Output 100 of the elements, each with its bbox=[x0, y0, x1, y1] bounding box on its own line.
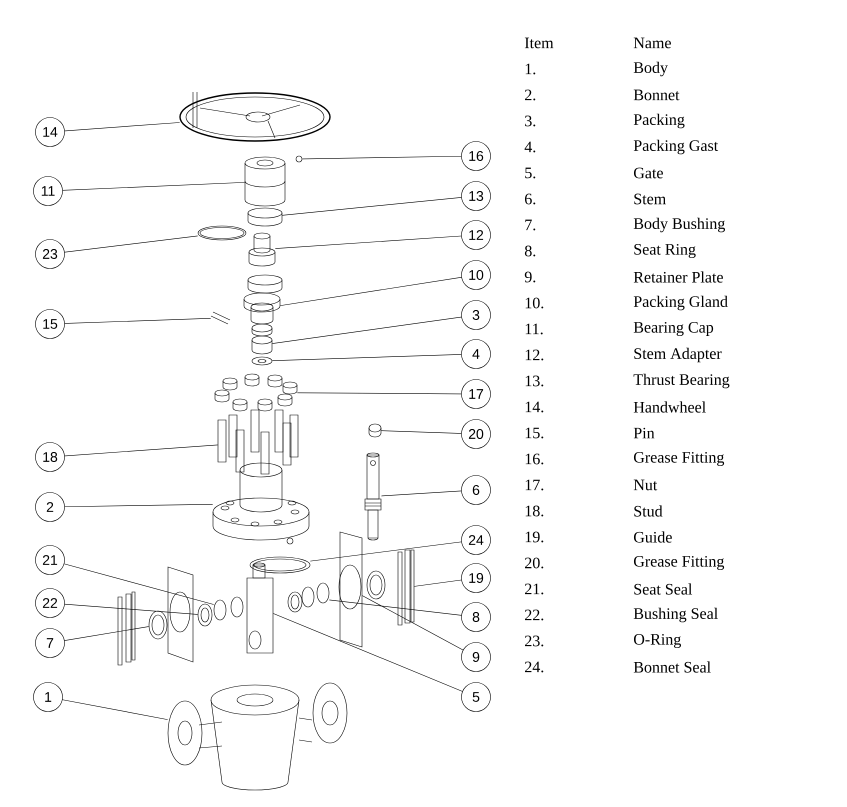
callout-number: 19 bbox=[461, 563, 491, 593]
callout-number: 24 bbox=[461, 525, 491, 555]
leader-line bbox=[64, 504, 213, 508]
leader-line bbox=[64, 564, 214, 605]
callout-number: 13 bbox=[461, 181, 491, 211]
part-name: Gate bbox=[634, 168, 663, 178]
seat-rings-drawing bbox=[288, 582, 330, 612]
guide-drawing bbox=[398, 550, 414, 626]
item-number: 24. bbox=[525, 662, 544, 672]
item-number: 13. bbox=[526, 376, 544, 386]
item-number: 5. bbox=[525, 168, 536, 178]
part-name: Thrust Bearing bbox=[634, 374, 730, 388]
part-name: Bonnet bbox=[634, 90, 680, 100]
leader-line bbox=[310, 542, 462, 562]
packing-ring-drawing bbox=[252, 356, 272, 366]
callout-number: 11 bbox=[33, 176, 63, 206]
nuts-drawing bbox=[214, 374, 298, 412]
part-name: Handwheel bbox=[634, 401, 706, 413]
part-name: Nut bbox=[634, 480, 658, 490]
part-name: Bushing Seal bbox=[634, 608, 718, 622]
item-number: 11. bbox=[526, 324, 543, 334]
callout-number: 17 bbox=[461, 379, 491, 409]
callout-number: 5 bbox=[461, 682, 491, 712]
leader-line bbox=[282, 197, 462, 216]
item-number: 8. bbox=[524, 246, 536, 256]
leader-line bbox=[280, 276, 462, 306]
part-name: Packing bbox=[634, 114, 685, 128]
valve-body-drawing bbox=[168, 682, 348, 790]
part-name: Stem bbox=[634, 194, 666, 204]
callout-number: 20 bbox=[461, 419, 491, 449]
grease-fitting-drawing bbox=[296, 156, 302, 162]
part-name: Grease Fitting bbox=[634, 556, 724, 570]
item-number: 14. bbox=[526, 402, 544, 412]
item-number: 17. bbox=[526, 480, 544, 490]
leader-line bbox=[381, 490, 462, 496]
part-name: Stud bbox=[634, 505, 662, 517]
thrust-bearing-drawing bbox=[248, 208, 282, 226]
item-number: 4. bbox=[524, 142, 536, 152]
callout-number: 10 bbox=[461, 260, 491, 290]
callout-number: 6 bbox=[461, 475, 491, 505]
leader-line bbox=[302, 156, 462, 160]
seat-seals-drawing bbox=[214, 596, 244, 620]
leader-line bbox=[64, 626, 149, 641]
part-name: Stem Adapter bbox=[634, 348, 722, 362]
grease-fitting-drawing bbox=[368, 424, 382, 438]
item-number: 12. bbox=[526, 350, 544, 360]
item-number: 18. bbox=[526, 506, 544, 516]
callout-number: 18 bbox=[35, 442, 65, 472]
leader-line bbox=[275, 236, 462, 249]
item-number: 6. bbox=[525, 194, 536, 204]
part-name: Body bbox=[634, 62, 668, 76]
retainer-plate-drawing bbox=[338, 532, 362, 648]
handwheel-drawing bbox=[179, 92, 331, 142]
leader-line bbox=[414, 580, 462, 587]
callout-number: 14 bbox=[35, 117, 65, 147]
table-header: Name bbox=[634, 38, 671, 48]
part-name: Grease Fitting bbox=[634, 452, 724, 466]
item-number: 19. bbox=[526, 532, 544, 542]
item-number: 1. bbox=[526, 64, 536, 74]
callout-number: 21 bbox=[35, 545, 65, 575]
callout-number: 1 bbox=[33, 682, 63, 712]
part-name: Packing Gast bbox=[634, 140, 718, 154]
table-header: Item bbox=[524, 38, 554, 48]
o-ring-drawing bbox=[198, 226, 246, 240]
callout-number: 15 bbox=[35, 309, 65, 339]
callout-number: 3 bbox=[461, 300, 491, 330]
leader-line bbox=[273, 613, 463, 692]
leader-line bbox=[64, 318, 211, 324]
bushing-seal-drawing bbox=[198, 604, 212, 626]
item-number: 20. bbox=[525, 558, 544, 568]
callout-number: 9 bbox=[461, 642, 491, 672]
stem-adapter-drawing bbox=[248, 232, 276, 266]
callout-number: 8 bbox=[461, 602, 491, 632]
part-name: Packing Gland bbox=[634, 296, 728, 310]
leader-line bbox=[64, 122, 180, 132]
callout-number: 4 bbox=[461, 339, 491, 369]
part-name: Pin bbox=[634, 428, 654, 438]
packing-drawing bbox=[252, 336, 272, 354]
callout-number: 16 bbox=[461, 141, 491, 171]
item-number: 23. bbox=[525, 636, 544, 646]
item-number: 10. bbox=[526, 298, 544, 308]
leader-line bbox=[272, 316, 462, 344]
item-number: 21. bbox=[525, 584, 544, 594]
leader-line bbox=[64, 236, 198, 252]
item-number: 16. bbox=[526, 454, 544, 464]
gate-drawing bbox=[246, 562, 274, 654]
stem-drawing bbox=[364, 452, 382, 540]
part-name: O-Ring bbox=[634, 634, 681, 648]
leader-line bbox=[64, 604, 198, 615]
part-name: Seat Seal bbox=[634, 583, 692, 595]
leader-line bbox=[297, 392, 462, 394]
callout-number: 2 bbox=[35, 492, 65, 522]
callout-number: 23 bbox=[35, 239, 65, 269]
callout-number: 7 bbox=[35, 628, 65, 658]
bearing-cap-drawing bbox=[244, 156, 286, 206]
part-name: Bonnet Seal bbox=[634, 661, 711, 673]
item-number: 9. bbox=[524, 272, 536, 282]
item-number: 22. bbox=[525, 610, 544, 620]
part-name: Bearing Cap bbox=[634, 322, 714, 336]
leader-line bbox=[272, 354, 462, 361]
